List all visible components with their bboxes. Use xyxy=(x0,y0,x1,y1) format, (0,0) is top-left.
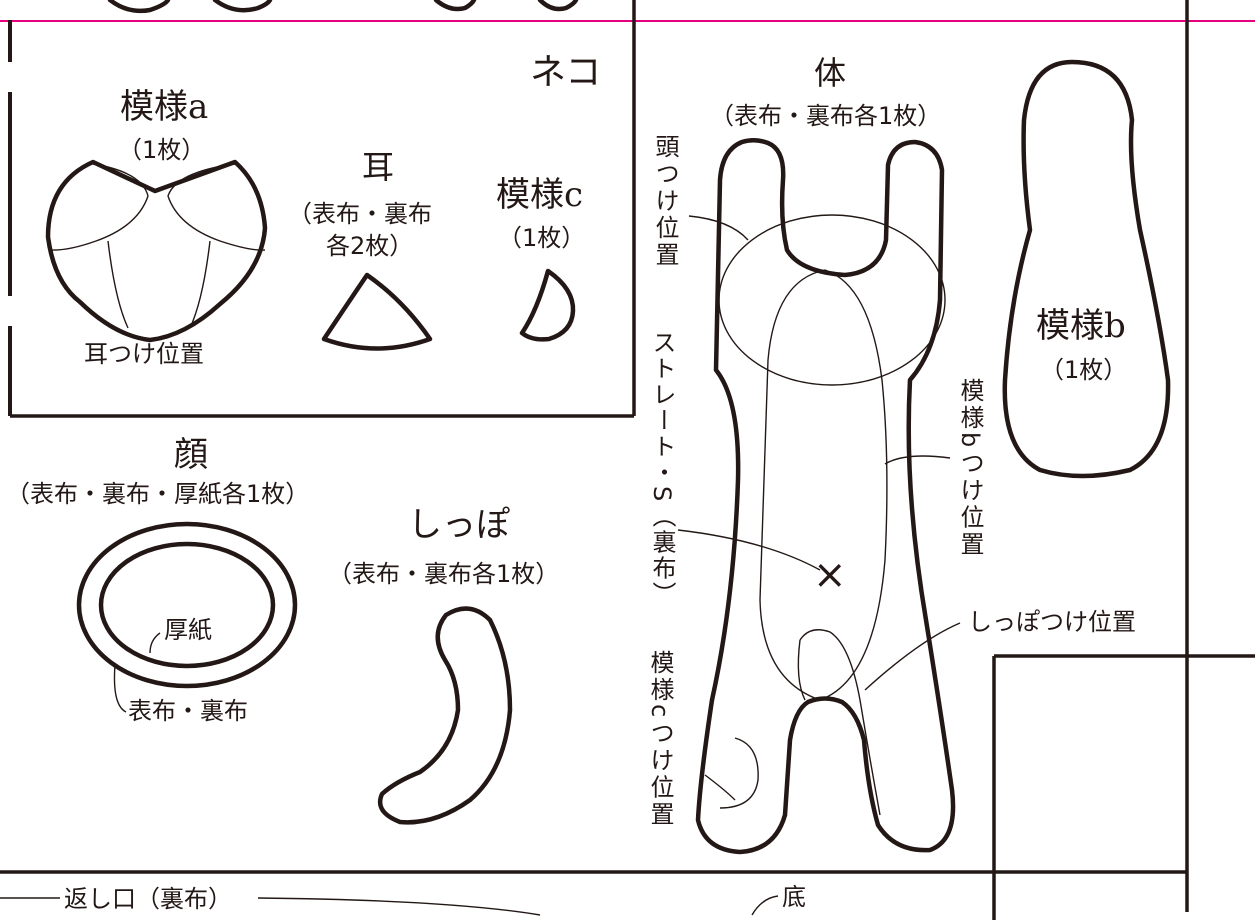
return-opening-label: 返し口（裏布） xyxy=(64,885,232,913)
base-label: 底 xyxy=(782,883,806,911)
face-name: 顔 xyxy=(174,435,208,475)
pattern-b-count: （1枚） xyxy=(1040,356,1127,384)
body-name: 体 xyxy=(814,54,846,92)
pattern-a-name: 模様a xyxy=(120,87,208,127)
body-pattern-c-position: 模様cつけ位置 xyxy=(646,650,674,828)
pattern-c-name: 模様c xyxy=(496,175,583,215)
cutoff-shapes xyxy=(107,0,579,14)
pattern-a-note: 耳つけ位置 xyxy=(84,340,204,368)
tail-name: しっぽ xyxy=(408,505,510,545)
face-count: （表布・裏布・厚紙各1枚） xyxy=(6,480,309,508)
pattern-a-piece: 模様a （1枚） 耳つけ位置 xyxy=(45,87,268,368)
pattern-a-count: （1枚） xyxy=(118,136,205,164)
ear-count-line2: 各2枚） xyxy=(326,232,413,260)
section-title: ネコ xyxy=(530,52,601,93)
tail-count: （表布・裏布各1枚） xyxy=(328,560,559,588)
face-outer-label: 表布・裏布 xyxy=(128,697,248,725)
face-piece: 顔 （表布・裏布・厚紙各1枚） 厚紙 表布・裏布 xyxy=(6,435,309,725)
body-head-position: 頭つけ位置 xyxy=(651,134,679,269)
bottom-piece: 返し口（裏布） 底 xyxy=(0,883,806,916)
pattern-b-piece: 模様b （1枚） xyxy=(1002,59,1171,479)
body-pattern-b-position: 模様bつけ位置 xyxy=(956,378,984,558)
ear-count-line1: （表布・裏布 xyxy=(288,200,432,228)
body-tail-position: しっぽつけ位置 xyxy=(968,608,1136,636)
body-center-marker: × xyxy=(813,552,847,598)
tail-piece: しっぽ （表布・裏布各1枚） xyxy=(328,505,559,825)
body-count: （表布・裏布各1枚） xyxy=(710,102,941,130)
ear-name: 耳 xyxy=(362,148,394,186)
pattern-c-count: （1枚） xyxy=(498,224,585,252)
pattern-c-piece: 模様c （1枚） xyxy=(496,175,585,342)
face-inner-label: 厚紙 xyxy=(164,616,212,644)
pattern-b-name: 模様b xyxy=(1036,306,1126,346)
body-piece: 体 （表布・裏布各1枚） × 頭つけ位置 ストレート・S（裏布） 模様bつけ位置… xyxy=(646,54,1136,855)
body-straight-stitch: ストレート・S（裏布） xyxy=(648,330,676,607)
ear-piece: 耳 （表布・裏布 各2枚） xyxy=(288,148,433,351)
